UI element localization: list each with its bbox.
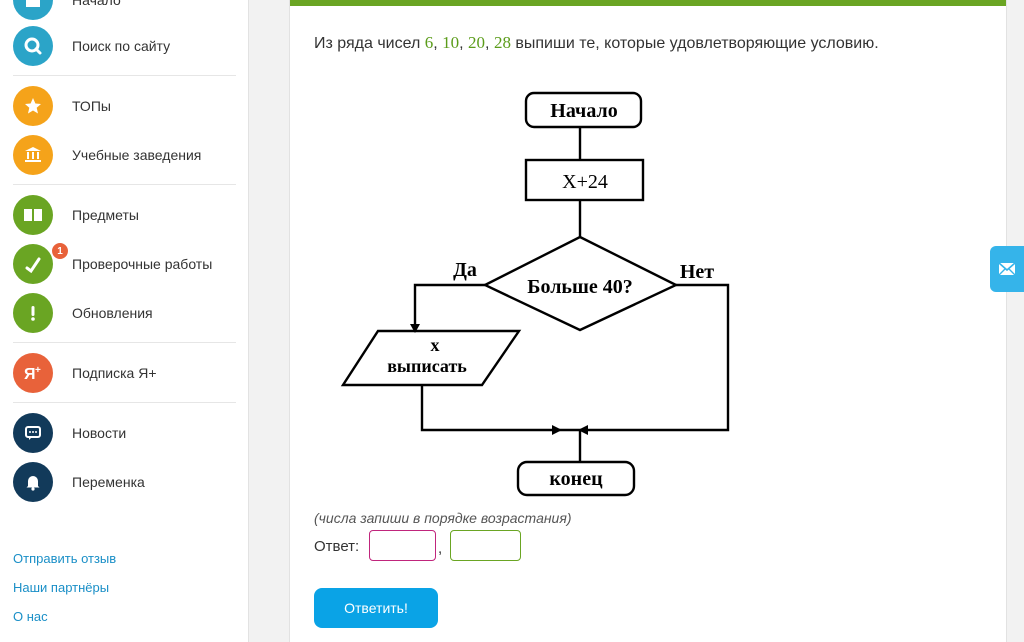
- sidebar-item-subjects[interactable]: Предметы: [0, 193, 248, 237]
- sidebar-item-label: ТОПы: [72, 98, 111, 114]
- sidebar-item-tests[interactable]: 1 Проверочные работы: [0, 242, 248, 286]
- sidebar-item-label: Подписка Я+: [72, 365, 157, 381]
- answer-hint: (числа запиши в порядке возрастания): [314, 510, 572, 526]
- flowchart-output-shape: [340, 329, 522, 387]
- divider: [13, 184, 236, 185]
- separator: ,: [433, 35, 443, 52]
- check-icon: 1: [13, 242, 69, 284]
- answer-comma: ,: [438, 540, 443, 557]
- number-1: 6: [424, 33, 434, 52]
- question-suffix: выпиши те, которые удовлетворяющие услов…: [510, 35, 879, 52]
- sidebar-item-home[interactable]: Начало: [0, 0, 248, 22]
- institution-icon: [13, 135, 53, 175]
- flowchart-decision-shape: [482, 235, 679, 332]
- sidebar-item-break[interactable]: Переменка: [0, 460, 248, 504]
- sidebar: Начало Поиск по сайту ТОПы Учебные завед…: [0, 0, 249, 642]
- divider: [13, 342, 236, 343]
- submit-button[interactable]: Ответить!: [314, 588, 438, 628]
- chat-icon: [13, 413, 53, 453]
- flowchart-process-label: X+24: [562, 171, 608, 193]
- about-link[interactable]: О нас: [13, 609, 48, 624]
- svg-text:Я: Я: [24, 366, 36, 383]
- feedback-link[interactable]: Отправить отзыв: [13, 551, 117, 566]
- sidebar-item-label: Начало: [72, 0, 121, 8]
- number-3: 20: [468, 33, 486, 52]
- flowchart-yes-label: Да: [453, 259, 477, 281]
- flowchart-no-label: Нет: [680, 261, 714, 283]
- flowchart-end-label: конец: [549, 468, 603, 490]
- sidebar-item-label: Новости: [72, 425, 127, 441]
- search-icon: [13, 26, 53, 66]
- home-icon: [13, 0, 53, 20]
- bell-icon: [13, 462, 53, 502]
- flowchart-end-shape: [516, 460, 636, 497]
- mail-icon: [998, 262, 1016, 276]
- sidebar-item-label: Предметы: [72, 207, 139, 223]
- number-2: 10: [442, 33, 460, 52]
- flowchart-output-label-2: выписать: [387, 356, 467, 376]
- svg-text:+: +: [35, 365, 41, 376]
- star-icon: [13, 86, 53, 126]
- flowchart-start-shape: [524, 91, 643, 129]
- answer-input-1[interactable]: [369, 530, 436, 561]
- flowchart: Начало X+24 Больше 40? Да Нет x выписать…: [340, 91, 730, 497]
- task-card: Из ряда чисел 6, 10, 20, 28 выпиши те, к…: [289, 0, 1007, 642]
- sidebar-item-label: Проверочные работы: [72, 256, 213, 272]
- partners-link[interactable]: Наши партнёры: [13, 580, 110, 595]
- sidebar-item-institutions[interactable]: Учебные заведения: [0, 133, 248, 177]
- notification-badge: 1: [51, 242, 69, 260]
- card-accent-bar: [290, 0, 1006, 6]
- question-prefix: Из ряда чисел: [314, 35, 425, 52]
- sidebar-item-news[interactable]: Новости: [0, 411, 248, 455]
- divider: [13, 402, 236, 403]
- sidebar-item-label: Переменка: [72, 474, 145, 490]
- answer-label: Ответ:: [314, 538, 360, 555]
- sidebar-item-search[interactable]: Поиск по сайту: [0, 24, 248, 68]
- sidebar-item-label: Поиск по сайту: [72, 38, 171, 54]
- sidebar-item-tops[interactable]: ТОПы: [0, 84, 248, 128]
- flowchart-decision-label: Больше 40?: [527, 276, 633, 298]
- ya-plus-icon: Я+: [13, 353, 53, 393]
- sidebar-item-label: Обновления: [72, 305, 153, 321]
- separator: ,: [459, 35, 469, 52]
- feedback-mail-tab[interactable]: [990, 246, 1024, 292]
- divider: [13, 75, 236, 76]
- sidebar-item-label: Учебные заведения: [72, 147, 202, 163]
- sidebar-item-updates[interactable]: Обновления: [0, 291, 248, 335]
- question-text: Из ряда чисел 6, 10, 20, 28 выпиши те, к…: [314, 33, 879, 53]
- sidebar-item-subscription[interactable]: Я+ Подписка Я+: [0, 351, 248, 395]
- exclamation-icon: [13, 293, 53, 333]
- separator: ,: [485, 35, 494, 52]
- flowchart-process-shape: [524, 158, 645, 202]
- answer-input-2[interactable]: [450, 530, 521, 561]
- number-4: 28: [493, 33, 511, 52]
- flowchart-output-label-1: x: [431, 335, 440, 355]
- flowchart-start-label: Начало: [550, 100, 617, 122]
- book-icon: [13, 195, 53, 235]
